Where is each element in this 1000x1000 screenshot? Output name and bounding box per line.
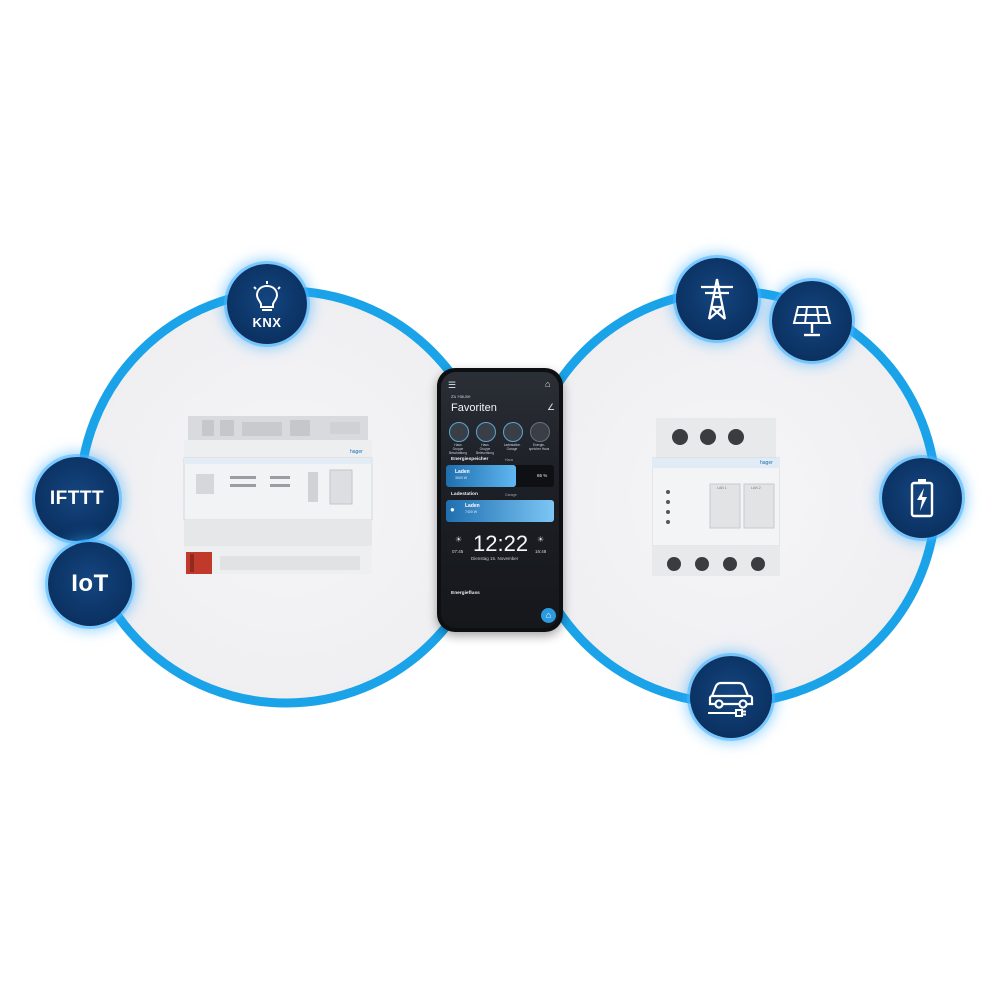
power-pylon-icon	[701, 278, 733, 320]
electric-car-icon	[708, 681, 754, 717]
sunrise-icon: ☀	[455, 535, 463, 544]
hamburger-icon[interactable]: ☰	[448, 380, 457, 390]
left-controller-device: hager	[180, 416, 376, 574]
solar-badge	[772, 281, 852, 361]
charger-card[interactable]	[446, 500, 554, 522]
knx-label: KNX	[252, 314, 282, 330]
lightbulb-icon	[253, 280, 281, 311]
storage-header: Energiespeicher	[451, 457, 489, 462]
favorite-shading-button[interactable]	[449, 422, 469, 442]
battery-badge	[882, 458, 962, 538]
ifttt-badge: IFTTT	[35, 457, 119, 541]
favorite-storage-button[interactable]	[530, 422, 550, 442]
storage-power: 3600 W	[455, 476, 468, 480]
knx-badge: KNX	[227, 264, 307, 344]
charger-power: 7400 W	[465, 510, 478, 514]
energy-flow-heading: Energiefluss	[451, 591, 480, 596]
storage-level-bar	[446, 465, 516, 487]
edit-icon[interactable]: ∠	[547, 402, 556, 412]
favorite-charger-button[interactable]	[503, 422, 523, 442]
favorite-label: Energie-speicher Haus	[528, 443, 550, 451]
home-fab-icon[interactable]: ⌂	[541, 608, 556, 623]
power-grid-badge	[676, 258, 758, 340]
clock-time: 12:22	[473, 531, 529, 556]
breadcrumb[interactable]: Zu Hause	[451, 394, 471, 399]
solar-panel-icon	[792, 306, 832, 337]
charger-header: Ladestation	[451, 492, 478, 497]
ev-charging-badge	[690, 656, 772, 738]
storage-percent: 65 %	[537, 473, 548, 478]
charger-header-tag: Garage	[505, 493, 517, 497]
right-device-brand: hager	[760, 460, 773, 466]
storage-header-tag: Haus	[505, 458, 514, 462]
home-icon[interactable]: ⌂	[545, 379, 551, 389]
page-title: Favoriten	[451, 402, 497, 414]
favorite-lighting-button[interactable]	[476, 422, 496, 442]
sunset-time: 16:48	[535, 549, 547, 554]
sunset-icon: ☀	[537, 535, 545, 544]
sunrise-time: 07:45	[452, 549, 464, 554]
storage-status: Laden	[455, 469, 470, 475]
lan1-label: LAN 1	[717, 486, 727, 490]
clock-date: Dienstag 15. November	[471, 556, 519, 561]
right-energy-device: hager LAN 1 LAN 2	[651, 418, 781, 576]
iot-badge: IoT	[48, 542, 132, 626]
left-device-brand: hager	[350, 449, 363, 455]
ifttt-label: IFTTT	[49, 488, 105, 509]
lan2-label: LAN 2	[751, 486, 761, 490]
car-icon: ●	[450, 505, 455, 514]
battery-charging-icon	[910, 479, 934, 518]
iot-label: IoT	[71, 570, 109, 597]
charger-status: Laden	[465, 503, 480, 509]
